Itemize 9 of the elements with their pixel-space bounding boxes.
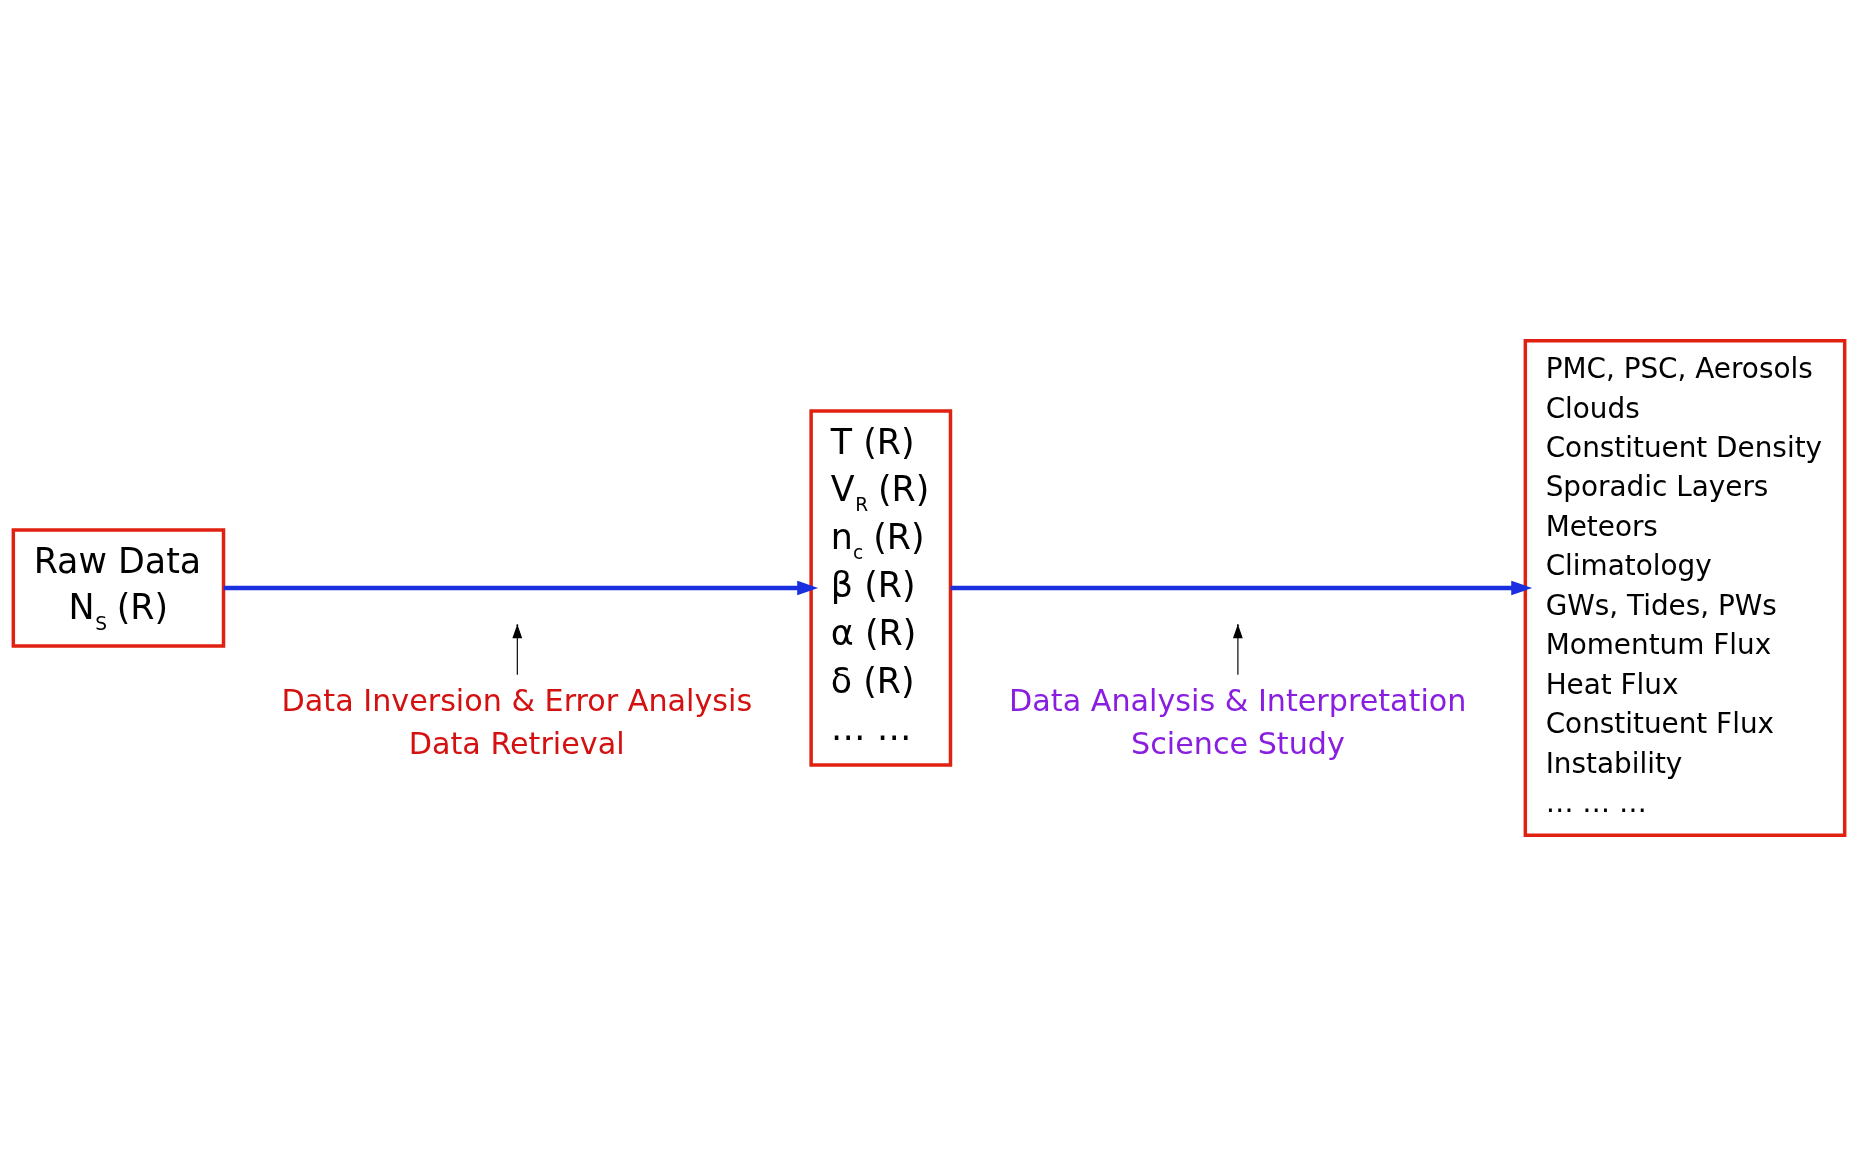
arrow bbox=[223, 580, 819, 596]
node-box: PMC, PSC, Aerosols Clouds Constituent Density Sporadic Layers Meteors Climatology GWs, Tides, PWs Momentum Flux Heat Flux Constituent Flux Instability … … … bbox=[1523, 338, 1847, 838]
node-box: Raw Data N$_{S}$ (R) bbox=[11, 528, 226, 648]
arrow bbox=[512, 624, 523, 676]
node-text: Data Inversion & Error Analysis Data Retrieval bbox=[281, 682, 753, 761]
arrow bbox=[950, 580, 1533, 596]
node-text: Data Analysis & Interpretation Science Study bbox=[1009, 682, 1467, 761]
arrow bbox=[1233, 624, 1243, 676]
node-box: T (R) V$_{R}$ (R) n$_{c}$ (R) β (R) α (R) δ (R) … … bbox=[809, 409, 953, 767]
